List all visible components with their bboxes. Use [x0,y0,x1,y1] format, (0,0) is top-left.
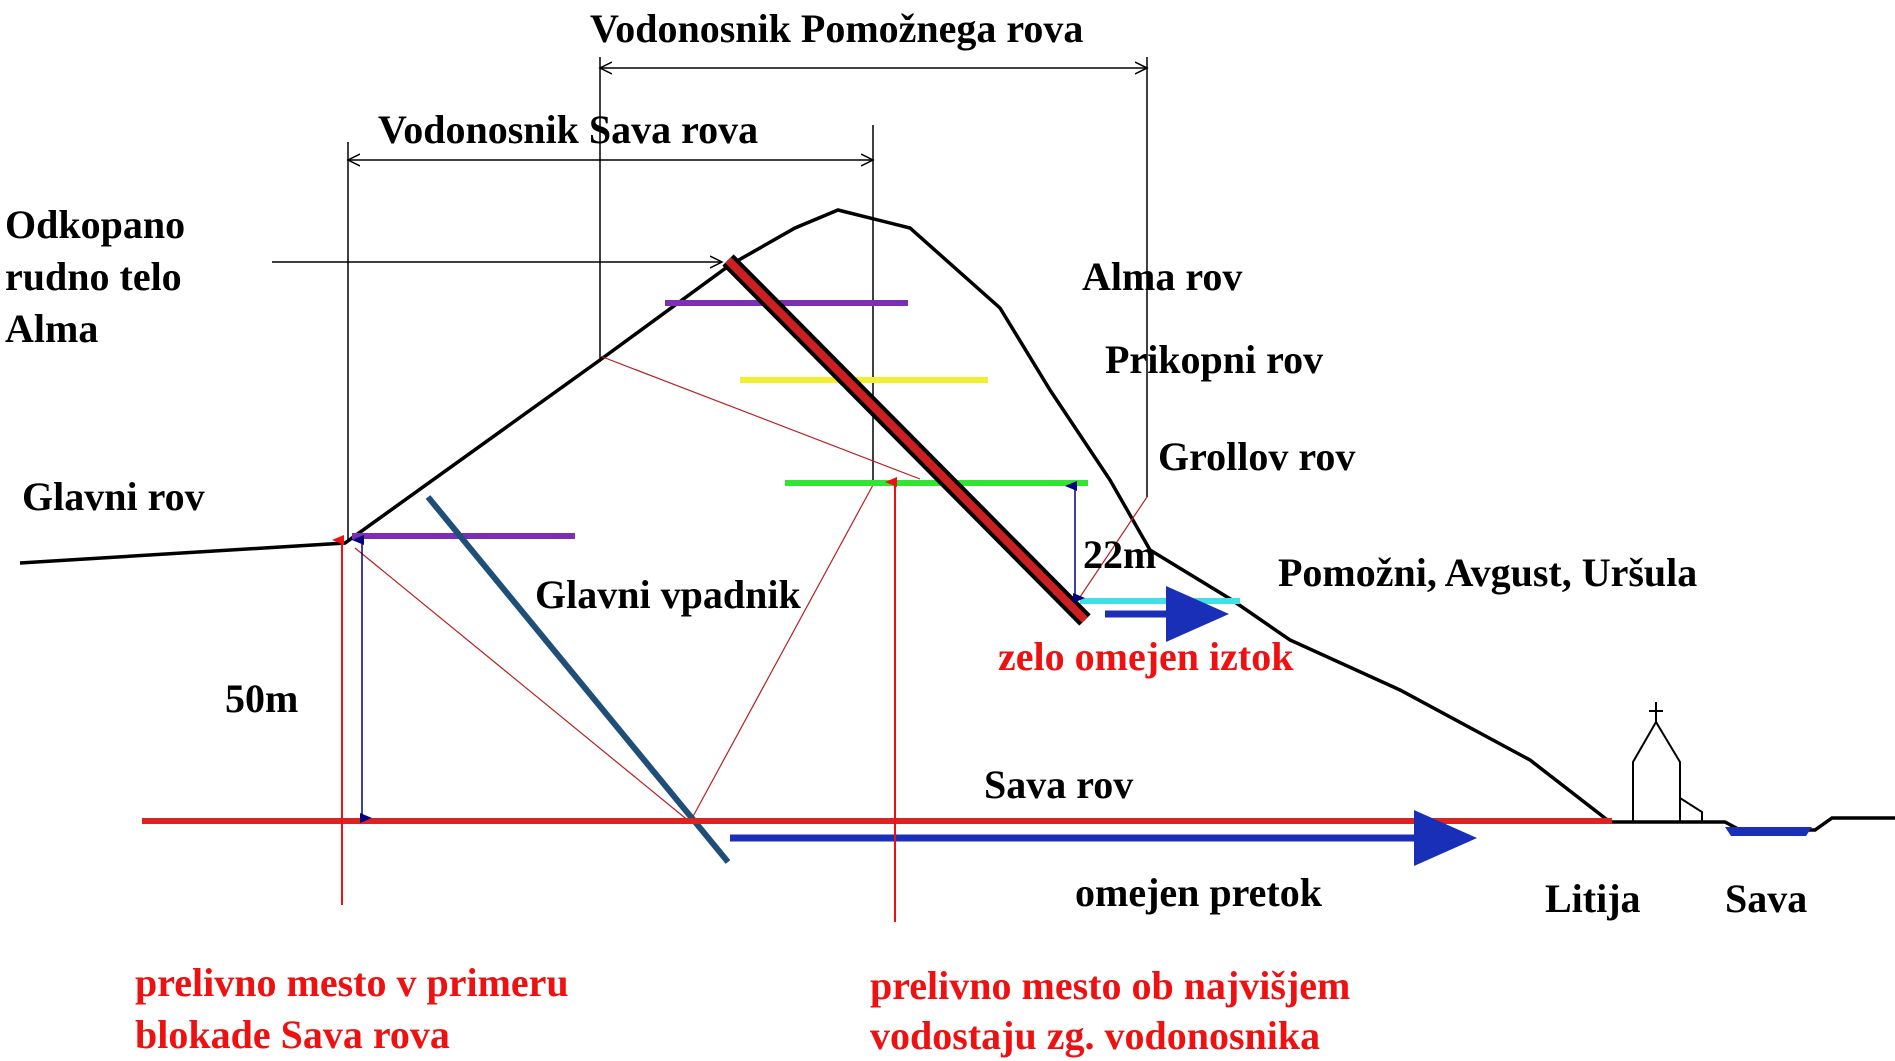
label-omejen-pretok: omejen pretok [1075,870,1323,915]
label-orebody-line1: Odkopano [5,202,185,247]
aquifer-boundary-lines [354,355,1148,823]
label-alma-rov: Alma rov [1082,254,1242,299]
label-orebody-line3: Alma [5,306,98,351]
label-overflow-left-line1: prelivno mesto v primeru [135,960,569,1005]
label-sava: Sava [1725,876,1807,921]
label-aquifer-pomozni: Vodonosnik Pomožnega rova [590,6,1083,51]
label-litija: Litija [1545,876,1641,921]
label-overflow-right-line2: vodostaju zg. vodonosnika [870,1013,1320,1058]
glavni-vpadnik-shaft [425,495,731,864]
label-orebody-line2: rudno telo [5,254,182,299]
label-prikopni-rov: Prikopni rov [1105,337,1323,382]
label-overflow-left-line2: blokade Sava rova [135,1012,450,1057]
label-aquifer-sava: Vodonosnik Sava rova [378,107,758,152]
church-icon [1632,702,1703,822]
label-depth-50m: 50m [225,676,298,721]
orebody-alma [725,257,1088,623]
label-zelo-omejen-iztok: zelo omejen iztok [998,634,1294,679]
label-grollov-rov: Grollov rov [1158,434,1355,479]
label-sava-rov: Sava rov [984,762,1133,807]
ground-surface-line [19,208,1895,832]
label-glavni-vpadnik: Glavni vpadnik [535,572,801,617]
label-depth-22m: 22m [1083,532,1156,577]
label-overflow-right-line1: prelivno mesto ob najvišjem [870,963,1350,1008]
label-glavni-rov: Glavni rov [22,474,205,519]
sava-river-water [1725,827,1812,836]
label-pomozni-avgust-ursula: Pomožni, Avgust, Uršula [1278,550,1697,595]
aquifer-pomozni-dimension [600,57,1147,497]
